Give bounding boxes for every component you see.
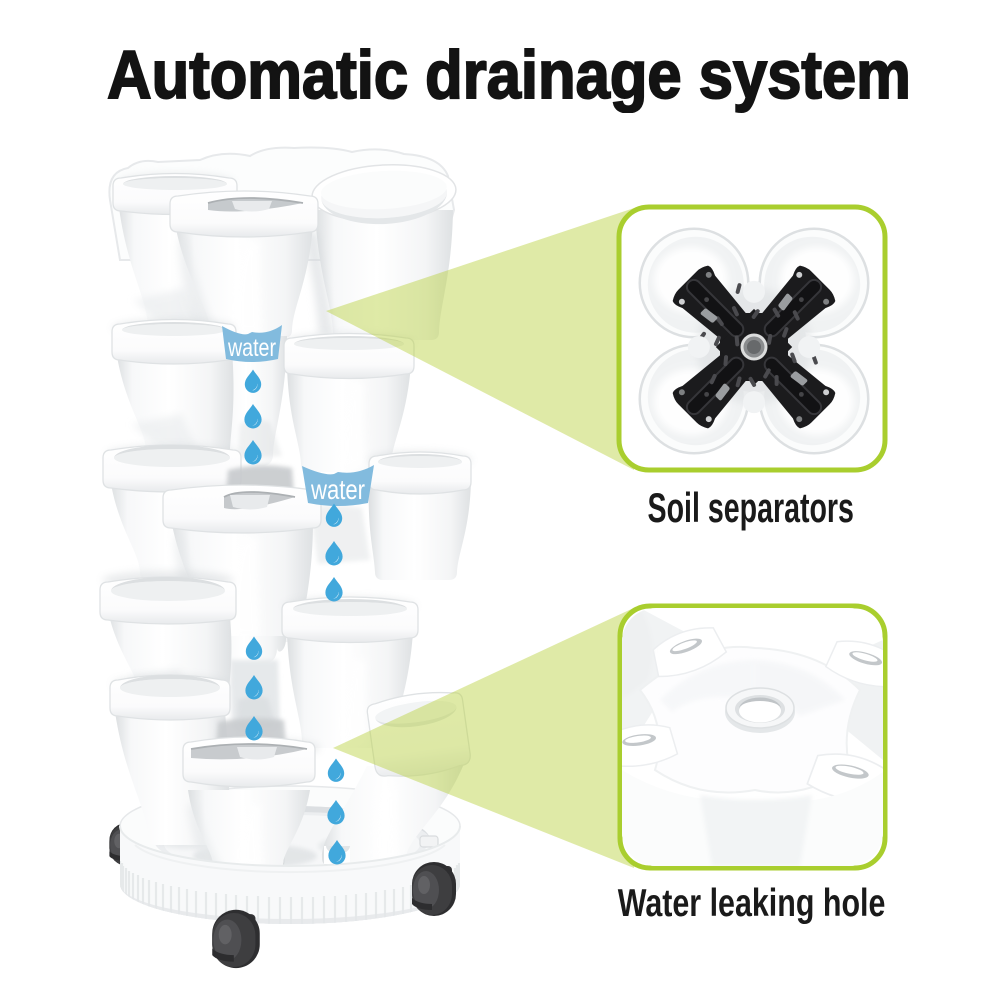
svg-text:water: water bbox=[227, 334, 276, 362]
svg-text:water: water bbox=[310, 474, 365, 505]
